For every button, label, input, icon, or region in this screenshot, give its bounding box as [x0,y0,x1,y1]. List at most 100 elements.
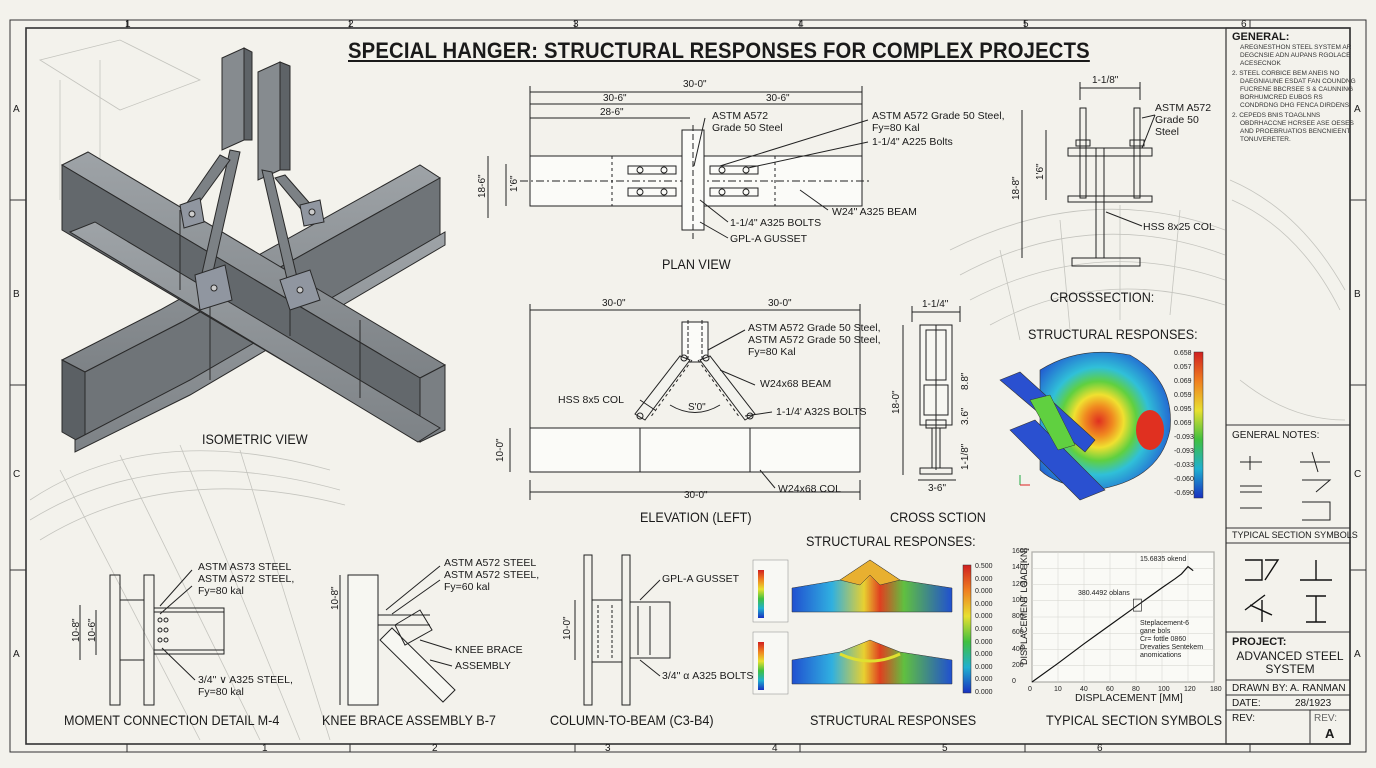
colbeam-dim-h: 10-0" [562,616,573,640]
typical-section-symbols-drawing [1244,559,1332,623]
cs-top-steel-label: ASTM A572 Grade 50 Steel [1155,102,1212,138]
legend-value-2: 0.069 [1174,378,1192,385]
plan-view-label: PLAN VIEW [662,256,731,272]
chart-annotation-peak: 15.6835 okend [1140,556,1187,563]
elev-dim-center: S'0" [688,402,706,413]
legend-value-10: -0.690 [1174,490,1194,497]
cs-top-dim-top: 1-1/8" [1092,75,1119,86]
grid-top-4: 4 [798,19,804,30]
cs-top-dim-height: 18-8" [1011,176,1022,200]
project-name: ADVANCED STEEL SYSTEM [1236,649,1344,676]
grid-side-c: C [13,469,21,480]
plan-bolts-label: 1-1/4" A325 BOLTS [730,217,822,229]
moment-steel-label: ASTM AS73 STEEL ASTM AS72 STEEL, Fy=80 k… [198,561,295,597]
cs-small-dim-h2: 3.6" [960,407,971,425]
chart-ytick-label: 600 [1012,629,1024,637]
scale-value-1: 0.000 [975,575,993,583]
cs-top-col-label: HSS 8x25 COL [1143,221,1215,233]
rev-label-box: REV: [1314,713,1337,724]
scale-value-10: 0.000 [975,689,993,696]
cs-small-dim-h1: 8.8" [960,372,971,390]
rev-value: A [1325,726,1335,741]
general-line-3: 2. STEEL CORBICE BEM ANEIS NO [1232,70,1340,77]
general-line-7: CONDRDNG DHG FENCA DIRDENS. [1240,102,1351,109]
chart-annotation-box [1133,598,1142,612]
structural-responses-top-label: STRUCTURAL RESPONSES: [1028,326,1198,342]
scale-value-0: 0.500 [975,563,993,570]
legend-value-3: 0.059 [1174,392,1192,399]
isometric-view-label: ISOMETRIC VIEW [202,431,308,447]
plan-gusset-label: GPL-A GUSSET [730,233,808,245]
chart-xtick-label: 100 [1158,686,1170,693]
chart-xtick-label: 60 [1106,686,1114,693]
legend-value-0: 0.658 [1174,350,1192,357]
elevation-label: ELEVATION (LEFT) [640,509,752,525]
cs-top-dim-inner: 1'6" [1035,163,1046,180]
grid-bottom-4: 4 [772,743,778,754]
grid-side-a: A [13,104,20,115]
legend-value-9: -0.060 [1174,476,1194,483]
chart-ytick-label: 200 [1012,661,1024,669]
chart-xtick-label: 0 [1028,686,1032,693]
elev-dim-bottom: 30-0" [684,490,708,501]
general-line-4: DAEGNIAUNE ESDAT FAN COUNDNG [1240,78,1356,85]
chart-ytick-label: 1000 [1012,596,1028,604]
colbeam-gusset-label: GPL-A GUSSET [662,573,740,585]
cs-small-dim-h3: 1-1/8" [960,443,971,470]
chart-annotation-mid: 380.4492 oblans [1078,590,1130,597]
chart-series-line [1031,565,1194,683]
general-heading: GENERAL: [1232,31,1290,43]
general-line-0: AREGNESTHON STEEL SYSTEM AR [1240,44,1352,51]
cross-section-small-drawing [902,306,961,481]
moment-bottom-label: 3/4" ∨ A325 STEEL, Fy=80 kal [198,674,293,698]
knee-dim-h: 10-8" [330,586,341,610]
fea-bottom-drawing [752,559,972,695]
elev-dim-top-left: 30-0" [602,298,626,309]
general-line-9: OBDRHACCNE HCRSEE ASE OESES [1240,120,1354,127]
chart-xtick-label: 10 [1054,686,1062,693]
plan-dim-height-outer: 18-6" [477,174,488,198]
plan-beam-label: W24" A325 BEAM [832,206,917,218]
chart-marks [1031,565,1194,683]
isometric-view-drawing [60,47,447,453]
grid-top-2: 2 [348,19,354,30]
typical-section-symbols-caption: TYPICAL SECTION SYMBOLS [1046,712,1222,728]
plan-dim-left-inner: 28-6" [600,107,624,118]
date-value: 28/1923 [1295,698,1332,709]
elev-steel-label: ASTM A572 Grade 50 Steel, ASTM A572 Grad… [748,322,881,358]
plan-dim-overall: 30-0" [683,79,707,90]
scale-value-4: 0.000 [975,613,993,621]
grid-top-5: 5 [1023,19,1029,30]
grid-bottom-2: 2 [432,743,438,754]
column-beam-label: COLUMN-TO-BEAM (C3-B4) [550,712,714,728]
elev-bottom-col-label: W24x68 COL [778,483,842,495]
chart-ytick-label: 0 [1012,678,1016,685]
column-beam-drawing [574,554,671,706]
chart-ytick-label: 1200 [1012,580,1028,588]
plan-dim-right: 30-6" [766,93,790,104]
knee-brace-text: KNEE BRACE [455,644,523,656]
sheet-border [9,19,1367,753]
background-stadium-sketch [29,39,1346,741]
moment-dim-h2: 10-6" [87,618,98,642]
knee-steel-label: ASTM A572 STEEL ASTM A572 STEEL, Fy=60 k… [444,557,540,593]
cs-small-dim-bottom: 3-6" [928,483,947,494]
elev-dim-top-right: 30-0" [768,298,792,309]
grid-right-c: C [1354,469,1362,480]
plan-dim-left: 30-6" [603,93,627,104]
title-block-lines [1226,424,1350,744]
chart-xtick-label: 180 [1210,686,1222,693]
chart-ytick-label: 1600 [1012,548,1028,555]
grid-bottom-6: 6 [1097,743,1103,754]
general-line-1: DEGCNSIE ADN AUPANS RGOLACE [1240,52,1351,59]
general-line-11: TONUVERETER. [1240,136,1291,143]
grid-bottom-5: 5 [942,743,948,754]
typical-symbols-heading: TYPICAL SECTION SYMBOLS [1232,530,1358,540]
scale-value-2: 0.000 [975,588,993,596]
grid-bottom-3: 3 [605,743,611,754]
grid-right-a2: A [1354,649,1361,660]
general-line-2: ACESECNOK [1240,60,1281,67]
scale-value-8: 0.000 [975,663,993,671]
grid-ticks [10,20,1366,752]
